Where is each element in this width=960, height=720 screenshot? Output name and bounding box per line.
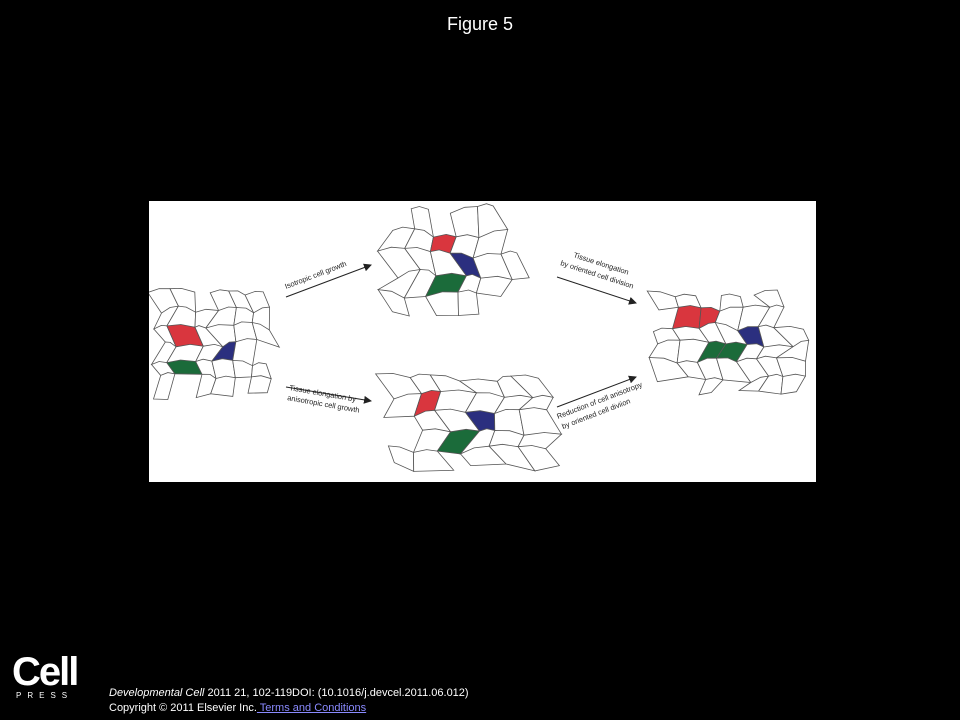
logo-text: Cell — [12, 650, 79, 694]
tissue-cell — [518, 407, 563, 436]
figure-panel: Isotropic cell growth Tissue elongation … — [149, 201, 816, 482]
copyright-text: Copyright © 2011 Elsevier Inc. — [109, 702, 257, 714]
tissue-cell — [780, 373, 807, 395]
tissue-cell — [646, 290, 679, 311]
citation-line: Developmental Cell 2011 21, 102-119DOI: … — [109, 686, 469, 701]
tissue-cell — [449, 206, 480, 239]
arrow-oriented-division-top — [556, 276, 637, 305]
tissue-final-divided — [646, 289, 810, 396]
tissue-cell — [210, 375, 236, 397]
arrow-anisotropic — [285, 386, 372, 404]
tissue-cell — [413, 449, 455, 472]
tissue-initial — [149, 287, 281, 400]
tissue-cell — [251, 362, 272, 380]
tissue-cell — [387, 445, 415, 473]
tissue-cell — [772, 325, 810, 348]
terms-link[interactable]: Terms and Conditions — [256, 702, 367, 714]
tissue-cell — [775, 357, 806, 377]
tissue-cell — [475, 275, 513, 297]
tissue-cell — [211, 358, 236, 379]
tissue-cell — [674, 293, 702, 309]
copyright-line: Copyright © 2011 Elsevier Inc. Terms and… — [109, 701, 469, 716]
cell-press-logo: Cell PRESS — [12, 650, 82, 705]
tissue-cell — [500, 250, 530, 280]
tissue-cell — [457, 289, 480, 316]
tissue-cell — [232, 338, 258, 367]
tissue-cell — [152, 372, 176, 400]
tissue-cell — [169, 287, 197, 313]
tissue-anisotropic-growth — [374, 373, 563, 473]
journal-name: Developmental Cell — [109, 687, 205, 699]
cell-diagram: Isotropic cell growth Tissue elongation … — [149, 203, 810, 473]
highlighted-cell — [671, 305, 702, 330]
tissue-cell — [472, 229, 509, 259]
tissue-cell — [247, 375, 272, 394]
tissue-cell — [509, 374, 555, 399]
citation-details: 2011 21, 102-119DOI: (10.1016/j.devcel.2… — [204, 687, 469, 699]
tissue-cell — [517, 445, 561, 472]
tissue-cell — [698, 377, 724, 396]
figure-title: Figure 5 — [446, 14, 514, 34]
citation-block: Developmental Cell 2011 21, 102-119DOI: … — [109, 686, 469, 716]
arrow-oriented-division-bottom — [556, 375, 637, 408]
tissue-cell — [753, 289, 785, 308]
tissue-cell — [251, 321, 281, 348]
tissue-cell — [424, 291, 459, 317]
tissue-cell — [775, 339, 810, 362]
tissue-cell — [518, 394, 554, 411]
tissue-cell — [377, 289, 410, 317]
tissue-cell — [757, 304, 785, 329]
tissue-cell — [517, 432, 563, 450]
logo-subtext: PRESS — [16, 691, 74, 700]
arrow-isotropic — [285, 263, 372, 298]
tissue-isotropic-growth — [376, 203, 530, 317]
tissue-cell — [477, 203, 509, 239]
